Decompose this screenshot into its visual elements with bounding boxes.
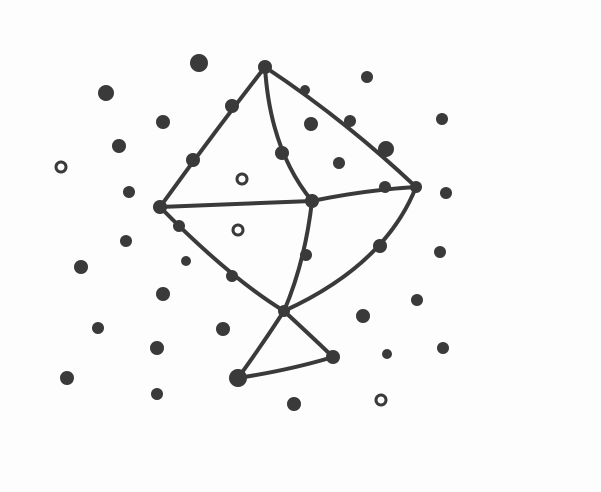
field-dot [436,113,448,125]
field-dot [98,85,114,101]
vertex-tail-right [326,350,340,364]
field-dot [181,256,191,266]
edge-dot [344,115,356,127]
edge-dot [275,146,289,160]
edge-dot [300,249,312,261]
field-dot [361,71,373,83]
field-dot [156,115,170,129]
field-dot [216,322,230,336]
vertex-tail-left [229,369,247,387]
field-dot [382,349,392,359]
field-dot [60,371,74,385]
field-dot [434,246,446,258]
vertex-bottom [278,305,290,317]
field-dot [151,388,163,400]
hollow-dot [376,395,386,405]
edge-dot [186,153,200,167]
field-dot [92,322,104,334]
edge-dot [225,99,239,113]
field-dot [112,139,126,153]
edge-dot [173,220,185,232]
edge-dot [226,270,238,282]
field-dot [190,54,208,72]
field-dot [74,260,88,274]
field-dot [411,294,423,306]
field-dot [287,397,301,411]
field-dot [304,117,318,131]
field-dot [150,341,164,355]
hollow-dot [233,225,243,235]
hollow-dot [56,162,66,172]
vertex-top [258,60,272,74]
edge-dot [379,181,391,193]
vertex-left [153,200,167,214]
field-dot [156,287,170,301]
edge-dot [378,141,394,157]
field-dot [123,186,135,198]
field-dot [440,187,452,199]
field-dot [120,235,132,247]
field-dot [356,309,370,323]
edge-dot [300,85,310,95]
edge-dot [373,239,387,253]
field-dot [333,157,345,169]
vertex-right [410,181,422,193]
vertex-center [305,194,319,208]
hollow-dot [237,174,247,184]
field-dot [437,342,449,354]
